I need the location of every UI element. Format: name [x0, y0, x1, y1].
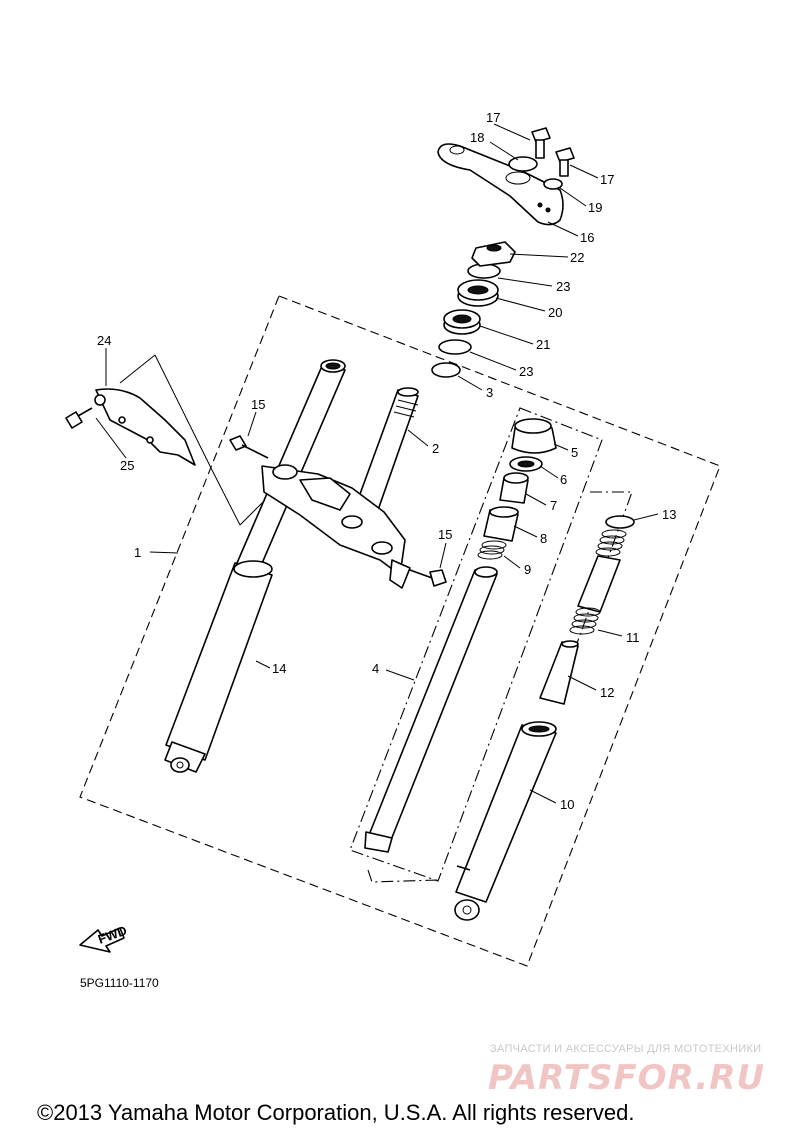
leader-24c [211, 469, 241, 526]
watermark-caption: ЗАПЧАСТИ И АКСЕССУАРЫ ДЛЯ МОТОТЕХНИКИ [490, 1043, 762, 1055]
bolt-17-left [531, 127, 551, 159]
washer-19 [543, 178, 563, 190]
washer-18 [508, 156, 538, 172]
part-label: 25 [120, 458, 134, 473]
bolt-15-upper [229, 435, 269, 459]
part-label: 22 [570, 250, 584, 265]
assembly-4-boundary [349, 407, 603, 882]
leader-lines [95, 123, 659, 804]
bushing-7 [499, 472, 529, 504]
fork-outer-tube-14 [164, 560, 273, 773]
ring-nut-3 [431, 362, 461, 378]
part-label: 5 [571, 445, 578, 460]
collar-8 [483, 506, 519, 542]
assembly-1-boundary [79, 295, 721, 967]
inner-parts-bracket [559, 491, 633, 691]
bolt-17-right [555, 147, 575, 177]
part-label: 20 [548, 305, 562, 320]
spring-9 [477, 540, 507, 560]
part-label: 21 [536, 337, 550, 352]
lower-bracket [367, 869, 439, 883]
part-label: 8 [540, 531, 547, 546]
under-bracket [261, 464, 411, 589]
part-label: 12 [600, 685, 614, 700]
part-label: 6 [560, 472, 567, 487]
watermark-logo: PARTSFOR.RU [488, 1058, 766, 1098]
upper-bracket-16 [437, 143, 564, 226]
part-label: 15 [251, 397, 265, 412]
part-label: 23 [556, 279, 570, 294]
spring-11 [569, 529, 627, 635]
leader-24a [119, 354, 156, 384]
nut-22 [471, 241, 516, 267]
inner-tube-4 [364, 566, 498, 853]
race-21 [443, 309, 481, 335]
part-label: 24 [97, 333, 111, 348]
part-label: 7 [550, 498, 557, 513]
bracket-24 [94, 388, 196, 466]
part-label: 15 [438, 527, 452, 542]
part-label: 19 [588, 200, 602, 215]
part-label: 14 [272, 661, 286, 676]
part-label: 2 [432, 441, 439, 456]
fwd-arrow-icon: FWD [79, 923, 129, 953]
bolt-25 [65, 407, 93, 429]
part-label: 17 [486, 110, 500, 125]
race-20 [457, 279, 499, 307]
part-label: 10 [560, 797, 574, 812]
bearing-23-lower [438, 339, 472, 355]
part-label: 18 [470, 130, 484, 145]
cap-13 [605, 515, 635, 529]
part-label: 23 [519, 364, 533, 379]
part-label: 16 [580, 230, 594, 245]
outer-tube-10 [454, 721, 557, 921]
steering-stem-2 [355, 387, 419, 511]
part-label: 13 [662, 507, 676, 522]
bolt-15-lower [409, 569, 447, 587]
leader-24b [154, 354, 213, 471]
leader-24d [239, 499, 266, 526]
copyright-notice: ©2013 Yamaha Motor Corporation, U.S.A. A… [37, 1100, 635, 1125]
part-labels: 1 2 3 4 5 6 7 8 9 10 11 12 13 14 15 15 1… [97, 110, 676, 812]
damper-12 [539, 640, 579, 705]
part-label: 17 [600, 172, 614, 187]
part-label: 4 [372, 661, 379, 676]
cap-5 [511, 418, 557, 454]
part-label: 3 [486, 385, 493, 400]
part-label: 11 [626, 630, 640, 645]
part-label: 9 [524, 562, 531, 577]
part-label: 1 [134, 545, 141, 560]
diagram-code: 5PG1110-1170 [80, 976, 159, 990]
